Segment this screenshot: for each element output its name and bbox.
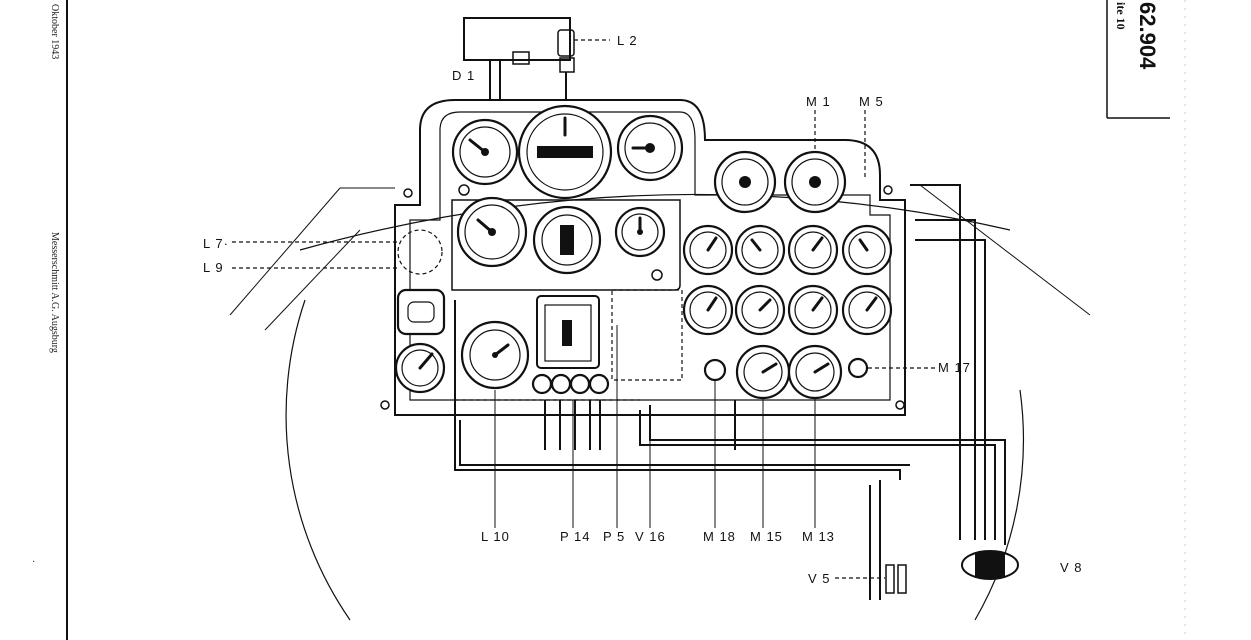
label-m15: M 15: [750, 529, 783, 544]
bolt: [651, 269, 663, 281]
label-m18: M 18: [703, 529, 736, 544]
gauge-row2-2: [734, 224, 786, 276]
switch-row: [531, 373, 610, 395]
gauge-row3-2: [734, 284, 786, 336]
v8-plug: [961, 550, 1019, 580]
gauge-row2-4: [841, 224, 893, 276]
gauge-m13: [787, 344, 843, 400]
gauge-top-left: [451, 118, 519, 186]
gauge-row2-3: [787, 224, 839, 276]
label-d1: D 1: [452, 68, 475, 83]
label-v5: V 5: [808, 571, 831, 586]
l2-connector: [463, 17, 610, 100]
label-v8: V 8: [1060, 560, 1083, 575]
gauge-top-right: [616, 114, 684, 182]
bolt: [458, 184, 470, 196]
doc-number: 62.904: [1135, 2, 1160, 70]
indicator-m18: [703, 358, 727, 382]
diagonal-left-2: [264, 229, 361, 331]
panel-inner-outline: [409, 111, 891, 401]
gauge-small-right: [614, 206, 666, 258]
label-m5: M 5: [859, 94, 884, 109]
bolt: [380, 400, 390, 410]
dashed-instrument-l7: [397, 229, 443, 275]
gauge-left-col-1: [396, 288, 446, 336]
label-p14: P 14: [560, 529, 591, 544]
gauge-l10: [460, 320, 530, 390]
bolt: [883, 185, 893, 195]
gauge-m15: [735, 344, 791, 400]
v5-connector: [885, 564, 895, 594]
gauge-row3-1: [682, 284, 734, 336]
page-label: ite 10: [1114, 2, 1128, 30]
diagonal-right-1: [919, 184, 1091, 316]
label-m17: M 17: [938, 360, 971, 375]
margin-date: Oktober 1943: [49, 4, 60, 59]
cockpit-outline-arc-right: [974, 389, 1025, 621]
label-l10: L 10: [481, 529, 510, 544]
label-l7: L 7·: [203, 236, 229, 251]
wiring-harness: [454, 184, 1006, 600]
gauge-row3-3: [787, 284, 839, 336]
cockpit-outline-arc: [285, 299, 351, 621]
indicator-m17: [847, 357, 869, 379]
central-control-box: [536, 295, 600, 369]
margin-mark: ·: [32, 557, 35, 568]
artificial-horizon: [517, 104, 613, 200]
header-box: 62.904 ite 10: [1106, 0, 1170, 119]
gauge-m1: [783, 150, 847, 214]
label-v16: V 16: [635, 529, 666, 544]
gauge-row2-1: [682, 224, 734, 276]
cockpit-outline-arc-top: [299, 193, 1011, 251]
diagonal-left-1: [229, 187, 341, 316]
label-l9: L 9: [203, 260, 224, 275]
bolt: [403, 188, 413, 198]
margin-company: Messerschmitt A.G. Augsburg: [49, 232, 60, 353]
gauge-left-col-2: [394, 342, 446, 394]
gauge-row3-4: [841, 284, 893, 336]
panel-outline: [394, 99, 906, 416]
label-l2: L 2: [617, 33, 638, 48]
label-m13: M 13: [802, 529, 835, 544]
gauge-compass: [532, 205, 602, 275]
v5-connector-2: [897, 564, 907, 594]
bolt: [895, 400, 905, 410]
label-m1: M 1: [806, 94, 831, 109]
label-p5: P 5: [603, 529, 625, 544]
dashed-wiring-box: [611, 289, 683, 381]
gauge-clock-left: [456, 196, 528, 268]
gauge-m1-left: [713, 150, 777, 214]
